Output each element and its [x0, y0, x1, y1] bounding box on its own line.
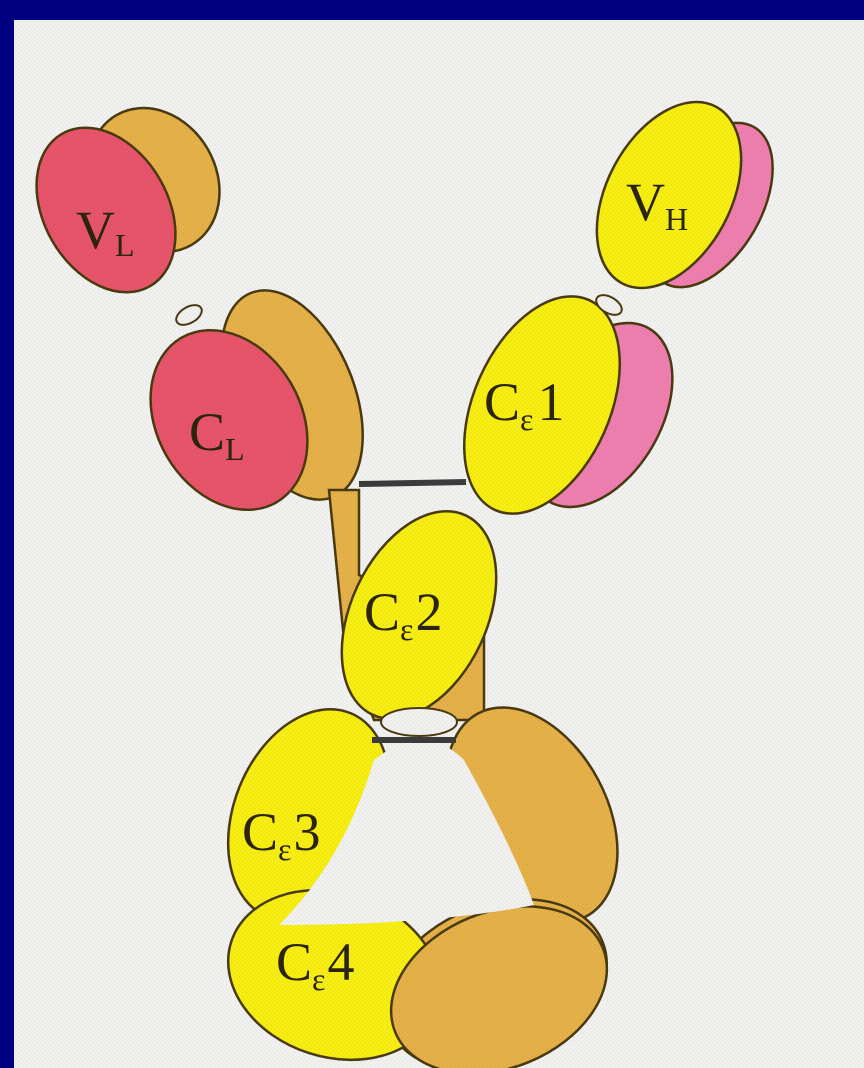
print-texture [14, 20, 864, 1068]
diagram-panel: VL CL VH Cε1 Cε2 Cε3 Cε4 [14, 20, 864, 1068]
ige-antibody-diagram: VL CL VH Cε1 Cε2 Cε3 Cε4 [14, 20, 864, 1068]
